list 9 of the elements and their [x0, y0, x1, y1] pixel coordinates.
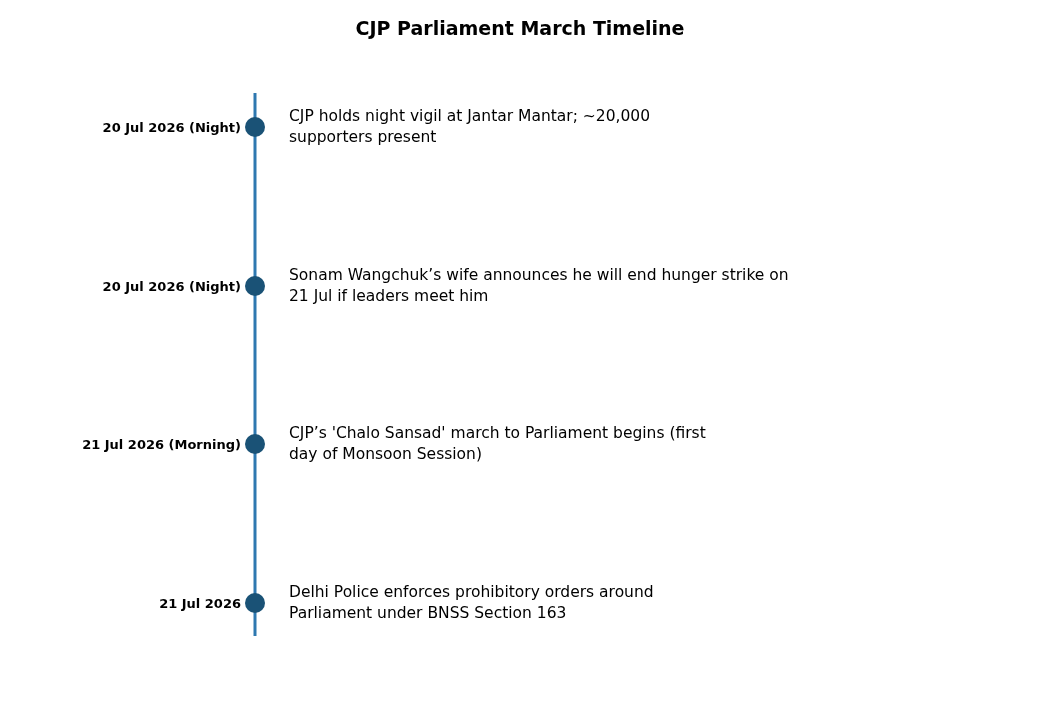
event-description: Delhi Police enforces prohibitory orders around Parliament under BNSS Section 163	[289, 582, 655, 624]
event-date: 20 Jul 2026 (Night)	[102, 278, 241, 294]
event-description: CJP’s 'Chalo Sansad' march to Parliament begins (first day of Monsoon Session)	[289, 423, 707, 465]
event-description: Sonam Wangchuk’s wife announces he will end hunger strike on 21 Jul if leaders meet him	[289, 265, 789, 307]
event-date: 21 Jul 2026 (Morning)	[82, 436, 241, 452]
chart-title: CJP Parliament March Timeline	[354, 17, 686, 39]
event-description: CJP holds night vigil at Jantar Mantar; ~20,000 supporters present	[289, 106, 652, 148]
event-date: 20 Jul 2026 (Night)	[102, 119, 241, 135]
event-date: 21 Jul 2026	[159, 595, 241, 611]
